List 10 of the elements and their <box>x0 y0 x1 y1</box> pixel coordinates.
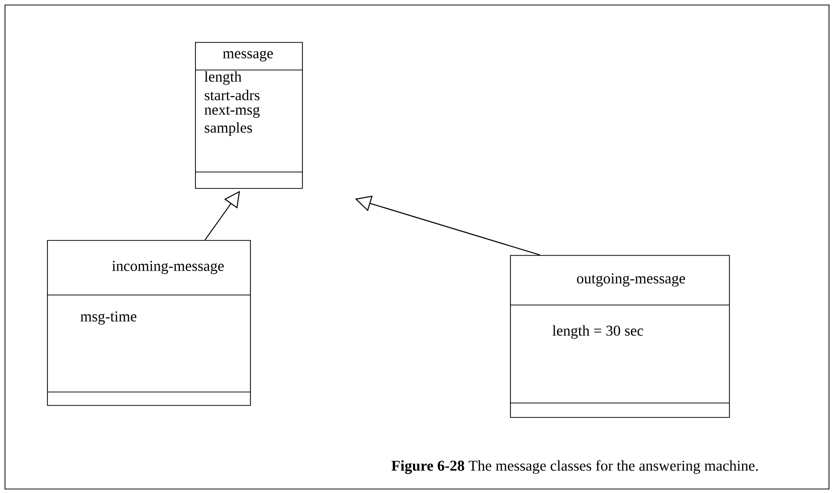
attribute-text: samples <box>204 122 252 136</box>
attribute-text: next-msg <box>204 106 260 118</box>
attribute-text: msg-time <box>80 311 136 325</box>
attribute-text: start-adrs <box>204 90 260 100</box>
class-name: message <box>222 50 273 62</box>
class-name: incoming-message <box>112 260 224 274</box>
figure-caption: Figure 6-28 The message classes for the answering machine. <box>392 460 758 474</box>
attribute-text: length = 30 sec <box>552 325 644 339</box>
attribute-text: length <box>204 71 242 85</box>
class-name: outgoing-message <box>577 273 686 287</box>
